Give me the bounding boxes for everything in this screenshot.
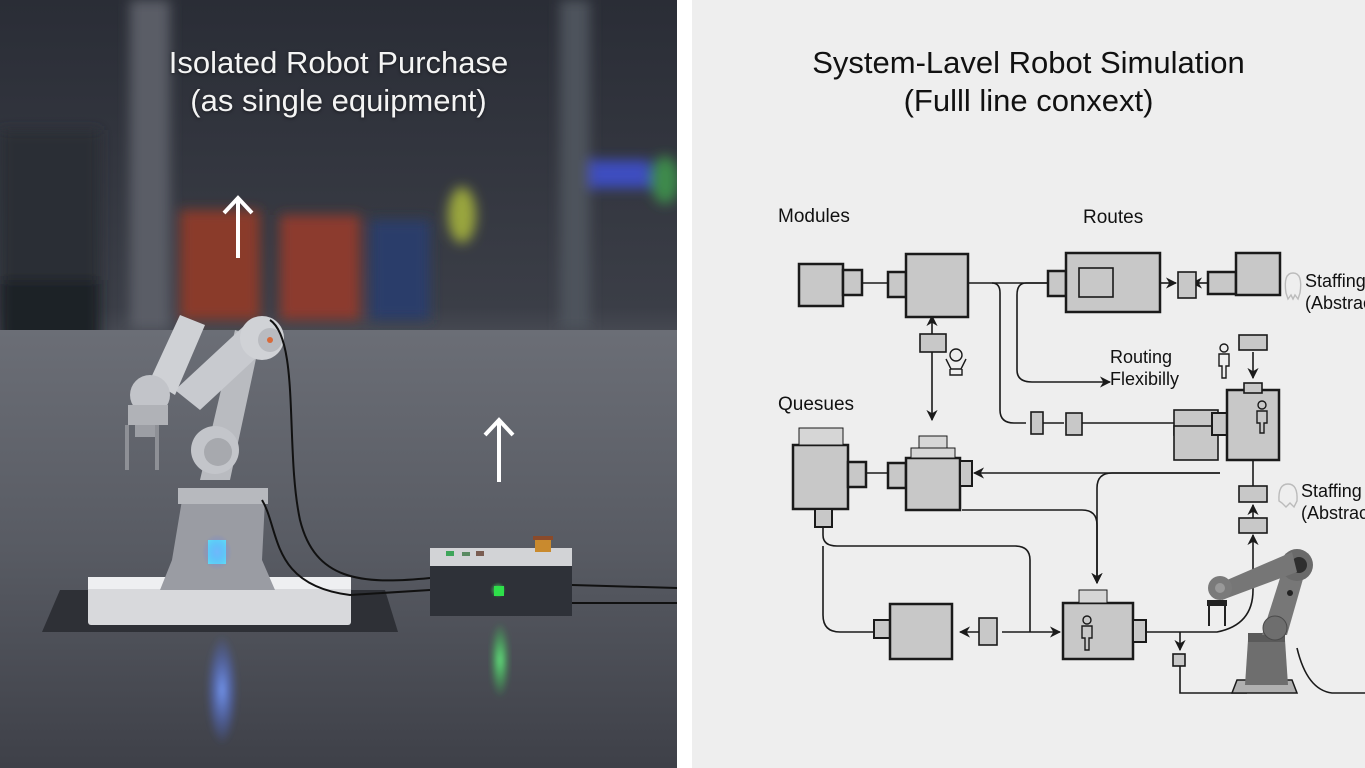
module-port xyxy=(886,270,908,299)
module-box xyxy=(797,262,845,308)
up-arrow-icon xyxy=(483,417,515,482)
up-arrow-icon xyxy=(222,195,254,258)
label-routing-line2: Flexibilly xyxy=(1110,369,1180,389)
right-panel-title: System-Lavel Robot Simulation (Fulll lin… xyxy=(692,44,1365,120)
route-buffer xyxy=(1177,271,1197,299)
staffed-station xyxy=(1225,388,1281,462)
robot-controller-box xyxy=(430,536,572,616)
route-port xyxy=(1046,269,1068,298)
person-icon xyxy=(1081,615,1093,651)
label-queues: Quesues xyxy=(778,394,855,415)
staffing-ghost-icon xyxy=(1278,483,1298,509)
label-staffing-2-line2: (Abstract xyxy=(1301,503,1365,523)
module-boxes xyxy=(791,251,1282,667)
green-light-reflection xyxy=(490,622,510,698)
label-staffing-1-line1: Staffing xyxy=(1305,271,1365,291)
label-routing-line1: Routing xyxy=(1110,347,1173,367)
line-flow-diagram xyxy=(791,251,1365,694)
route-port xyxy=(1206,270,1238,296)
left-panel-title: Isolated Robot Purchase (as single equip… xyxy=(0,44,677,120)
operator-icon xyxy=(945,348,967,376)
left-title-line1: Isolated Robot Purchase xyxy=(168,45,509,80)
person-icon xyxy=(1256,400,1268,434)
label-modules: Modules xyxy=(778,206,850,227)
right-panel-system-simulation: System-Lavel Robot Simulation (Fulll lin… xyxy=(692,0,1365,768)
staffing-ghost-icon xyxy=(1284,272,1302,301)
label-staffing-1: Staffing (Abstract xyxy=(1305,270,1365,314)
diagram-robot-arm xyxy=(1207,549,1313,694)
label-routes: Routes xyxy=(1083,207,1144,228)
emergency-stop-button xyxy=(535,538,551,552)
queue-box xyxy=(904,456,962,512)
right-title-line1: System-Lavel Robot Simulation xyxy=(812,45,1245,80)
controller-indicator-light xyxy=(494,586,504,596)
blue-light-reflection xyxy=(206,635,238,745)
label-staffing-1-line2: (Abstract xyxy=(1305,293,1365,313)
module-port xyxy=(841,268,864,297)
staffed-station xyxy=(1061,601,1135,661)
label-staffing-2: Staffing (Abstract xyxy=(1301,480,1365,524)
queue-box xyxy=(791,443,850,511)
module-box xyxy=(904,252,970,319)
staffed-station xyxy=(1234,251,1282,297)
connector-lines xyxy=(822,277,1365,694)
robot-cable xyxy=(269,319,431,582)
robot-arm xyxy=(125,315,284,480)
queue-port xyxy=(846,460,868,489)
label-staffing-2-line1: Staffing xyxy=(1301,481,1362,501)
right-title-line2: (Fulll line conxext) xyxy=(903,83,1154,118)
module-small xyxy=(919,333,947,353)
person-icon xyxy=(1218,343,1230,379)
panel-divider xyxy=(677,0,692,768)
isolated-robot-scene xyxy=(0,0,677,768)
label-routing: Routing Flexibilly xyxy=(1110,346,1179,390)
module-box xyxy=(888,602,954,661)
left-title-line2: (as single equipment) xyxy=(190,83,487,118)
left-panel-isolated-robot: Isolated Robot Purchase (as single equip… xyxy=(0,0,677,768)
